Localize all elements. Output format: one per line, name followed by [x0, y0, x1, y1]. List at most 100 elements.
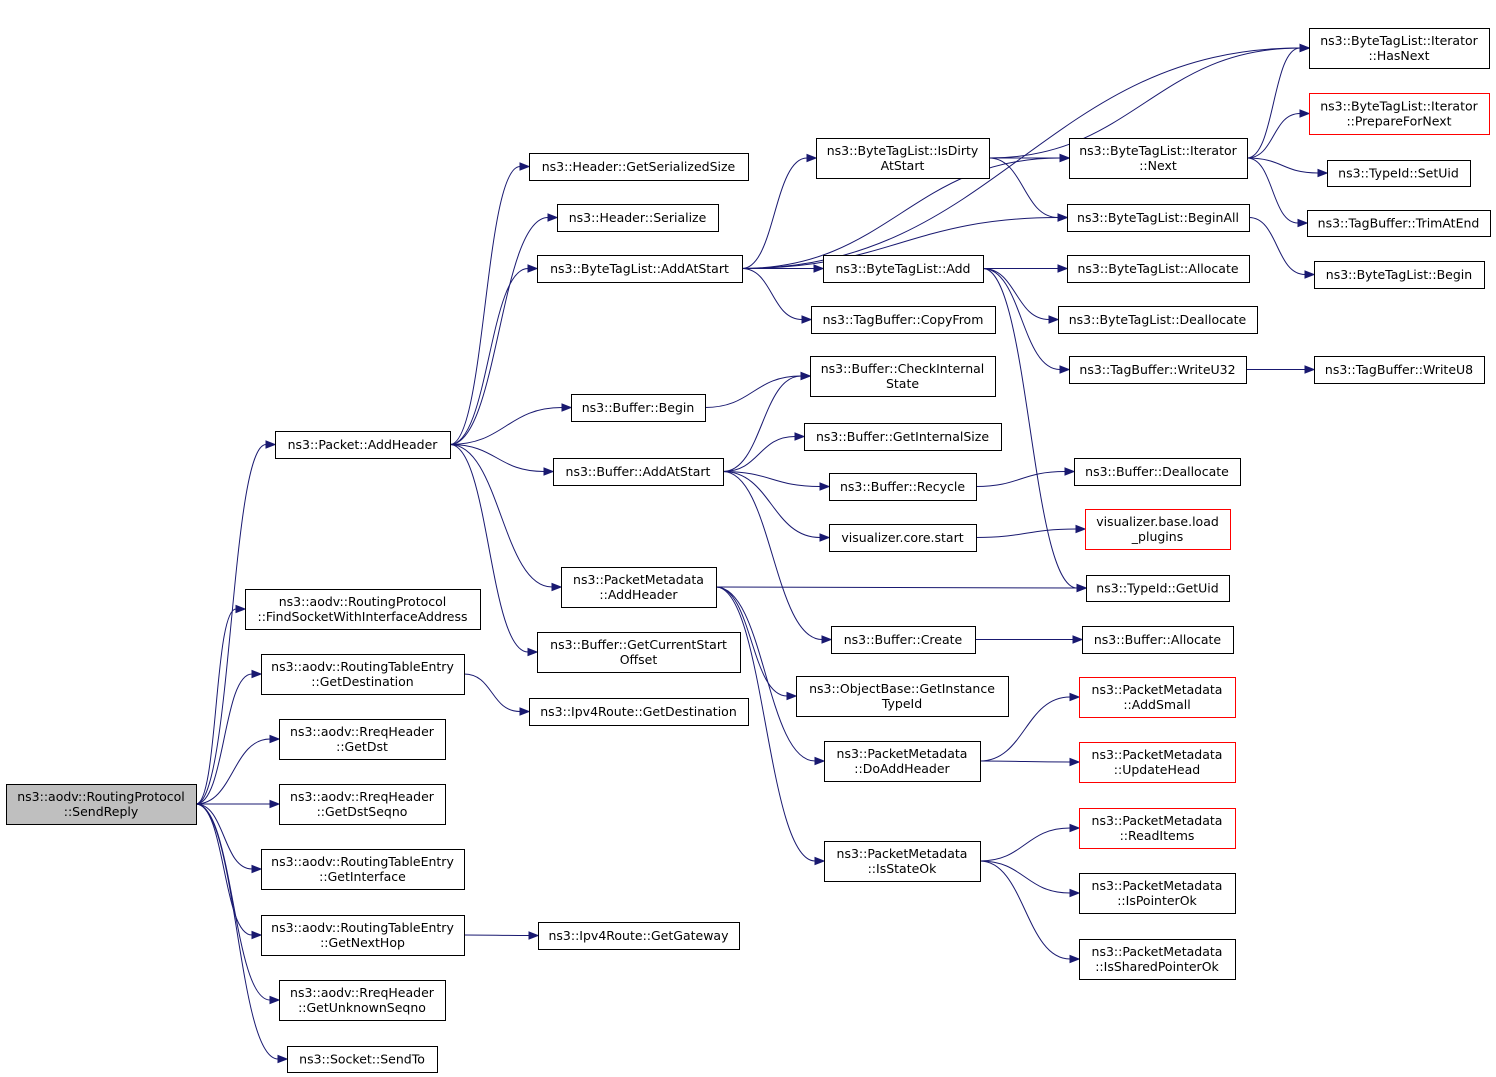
edge-line [982, 268, 1061, 370]
arrowhead [1317, 168, 1329, 178]
node-box [261, 915, 465, 956]
node-box [1314, 261, 1485, 289]
call-edge-pm_isstateok-to-pm_issharedpointerok [979, 860, 1081, 964]
node-tb_writeu8[interactable]: ns3::TagBuffer::WriteU8 [1314, 356, 1485, 384]
call-edge-btli_next-to-btli_preparefornext [1246, 109, 1311, 159]
call-edge-addheader-to-pm_addheader [449, 444, 563, 592]
edge-line [741, 268, 803, 320]
node-pm_ispointerok[interactable]: ns3::PacketMetadata::IsPointerOk [1079, 873, 1236, 914]
node-buf_deallocate[interactable]: ns3::Buffer::Deallocate [1074, 458, 1241, 486]
arrowhead [527, 264, 539, 273]
node-ipv4_getdest[interactable]: ns3::Ipv4Route::GetDestination [529, 698, 749, 726]
node-typeid_setuid[interactable]: ns3::TypeId::SetUid [1327, 160, 1471, 187]
node-typeid_getuid[interactable]: ns3::TypeId::GetUid [1086, 575, 1230, 602]
edge-line [1246, 113, 1301, 159]
node-pm_issharedpointerok[interactable]: ns3::PacketMetadata::IsSharedPointerOk [1079, 939, 1236, 980]
node-rreq_getunknown[interactable]: ns3::aodv::RreqHeader::GetUnknownSeqno [279, 980, 446, 1021]
edge-line [722, 471, 823, 640]
node-label: ns3::Buffer::CheckInternal [821, 361, 985, 376]
node-pm_addsmall[interactable]: ns3::PacketMetadata::AddSmall [1079, 677, 1236, 718]
node-vis_loadplugins[interactable]: visualizer.base.load_plugins [1085, 509, 1231, 550]
arrowhead [814, 856, 826, 866]
node-hdr_getsersize[interactable]: ns3::Header::GetSerializedSize [529, 153, 749, 181]
node-label: ns3::Packet::AddHeader [288, 437, 439, 452]
node-tb_trimatend[interactable]: ns3::TagBuffer::TrimAtEnd [1307, 210, 1491, 237]
node-sendreply[interactable]: ns3::aodv::RoutingProtocol::SendReply [6, 784, 197, 825]
node-btli_next[interactable]: ns3::ByteTagList::Iterator::Next [1069, 138, 1248, 179]
node-btl_add[interactable]: ns3::ByteTagList::Add [823, 255, 984, 283]
node-btl_addatstart[interactable]: ns3::ByteTagList::AddAtStart [537, 255, 743, 283]
node-label: ns3::aodv::RoutingProtocol [279, 594, 447, 609]
node-pm_updatehead[interactable]: ns3::PacketMetadata::UpdateHead [1079, 742, 1236, 783]
node-tb_writeu32[interactable]: ns3::TagBuffer::WriteU32 [1069, 356, 1247, 384]
node-btl_deallocate[interactable]: ns3::ByteTagList::Deallocate [1058, 306, 1258, 334]
node-buf_allocate[interactable]: ns3::Buffer::Allocate [1082, 626, 1234, 654]
node-pm_addheader[interactable]: ns3::PacketMetadata::AddHeader [561, 567, 717, 608]
node-box [829, 524, 977, 552]
node-buf_addatstart[interactable]: ns3::Buffer::AddAtStart [553, 458, 724, 486]
node-btl_begin[interactable]: ns3::ByteTagList::Begin [1314, 261, 1485, 289]
edge-line [722, 375, 802, 472]
call-edge-btl_addatstart-to-tb_copyfrom [741, 268, 813, 324]
node-btl_beginall[interactable]: ns3::ByteTagList::BeginAll [1067, 204, 1250, 232]
node-ipv4_getgateway[interactable]: ns3::Ipv4Route::GetGateway [538, 922, 740, 950]
node-buf_recycle[interactable]: ns3::Buffer::Recycle [829, 473, 977, 501]
node-label: ns3::aodv::RoutingProtocol [17, 789, 185, 804]
node-rreq_getdstseqno[interactable]: ns3::aodv::RreqHeader::GetDstSeqno [279, 784, 446, 825]
node-label: ns3::TagBuffer::WriteU8 [1325, 362, 1473, 377]
node-rte_getnexthop[interactable]: ns3::aodv::RoutingTableEntry::GetNextHop [261, 915, 465, 956]
node-box [1079, 677, 1236, 718]
node-buf_create[interactable]: ns3::Buffer::Create [831, 626, 976, 654]
call-edge-sendreply-to-socket_sendto [195, 803, 289, 1064]
call-edge-sendreply-to-rte_getdest [195, 669, 263, 805]
edge-line [449, 166, 521, 445]
edge-line [1246, 157, 1319, 174]
call-edge-btl_beginall-to-btl_begin [1248, 217, 1316, 279]
edge-line [195, 803, 253, 870]
edge-line [463, 673, 521, 712]
node-rreq_getdst[interactable]: ns3::aodv::RreqHeader::GetDst [279, 719, 446, 760]
node-label: ::DoAddHeader [854, 761, 950, 776]
arrowhead [806, 153, 818, 163]
node-findsocket[interactable]: ns3::aodv::RoutingProtocol::FindSocketWi… [245, 589, 481, 630]
node-label: ns3::aodv::RreqHeader [290, 724, 435, 739]
node-buf_getinternalsize[interactable]: ns3::Buffer::GetInternalSize [804, 423, 1002, 451]
node-pm_doaddheader[interactable]: ns3::PacketMetadata::DoAddHeader [824, 741, 981, 782]
node-label: ns3::Buffer::GetInternalSize [816, 429, 989, 444]
arrowhead [814, 756, 826, 766]
node-addheader[interactable]: ns3::Packet::AddHeader [275, 431, 451, 459]
edge-line [715, 586, 816, 762]
node-rte_getdest[interactable]: ns3::aodv::RoutingTableEntry::GetDestina… [261, 654, 465, 695]
node-btli_preparefornext[interactable]: ns3::ByteTagList::Iterator::PrepareForNe… [1309, 93, 1490, 135]
node-buf_begin[interactable]: ns3::Buffer::Begin [571, 394, 706, 422]
node-label: ns3::TypeId::GetUid [1096, 581, 1218, 596]
node-label: Offset [620, 652, 658, 667]
arrowhead [519, 707, 531, 716]
node-rte_getinterface[interactable]: ns3::aodv::RoutingTableEntry::GetInterfa… [261, 849, 465, 890]
node-vis_core_start[interactable]: visualizer.core.start [829, 524, 977, 552]
call-edge-pm_isstateok-to-pm_readitems [979, 823, 1081, 862]
node-label: ns3::PacketMetadata [573, 572, 704, 587]
node-btl_allocate[interactable]: ns3::ByteTagList::Allocate [1067, 255, 1250, 283]
node-pm_isstateok[interactable]: ns3::PacketMetadata::IsStateOk [824, 841, 981, 882]
node-label: ::GetNextHop [320, 935, 405, 950]
arrowhead [235, 604, 247, 614]
node-box [1067, 255, 1250, 283]
edge-line [979, 760, 1071, 763]
node-label: visualizer.base.load [1096, 514, 1219, 529]
node-socket_sendto[interactable]: ns3::Socket::SendTo [287, 1046, 438, 1073]
arrowhead [1059, 153, 1071, 163]
node-label: AtStart [881, 158, 925, 173]
node-label: ns3::aodv::RreqHeader [290, 789, 435, 804]
node-tb_copyfrom[interactable]: ns3::TagBuffer::CopyFrom [811, 306, 996, 334]
node-pm_readitems[interactable]: ns3::PacketMetadata::ReadItems [1079, 808, 1236, 849]
node-btli_hasnext[interactable]: ns3::ByteTagList::Iterator::HasNext [1309, 28, 1490, 69]
node-label: ns3::PacketMetadata [1092, 813, 1223, 828]
node-hdr_serialize[interactable]: ns3::Header::Serialize [557, 204, 719, 232]
node-box [529, 153, 749, 181]
edge-line [449, 407, 563, 445]
